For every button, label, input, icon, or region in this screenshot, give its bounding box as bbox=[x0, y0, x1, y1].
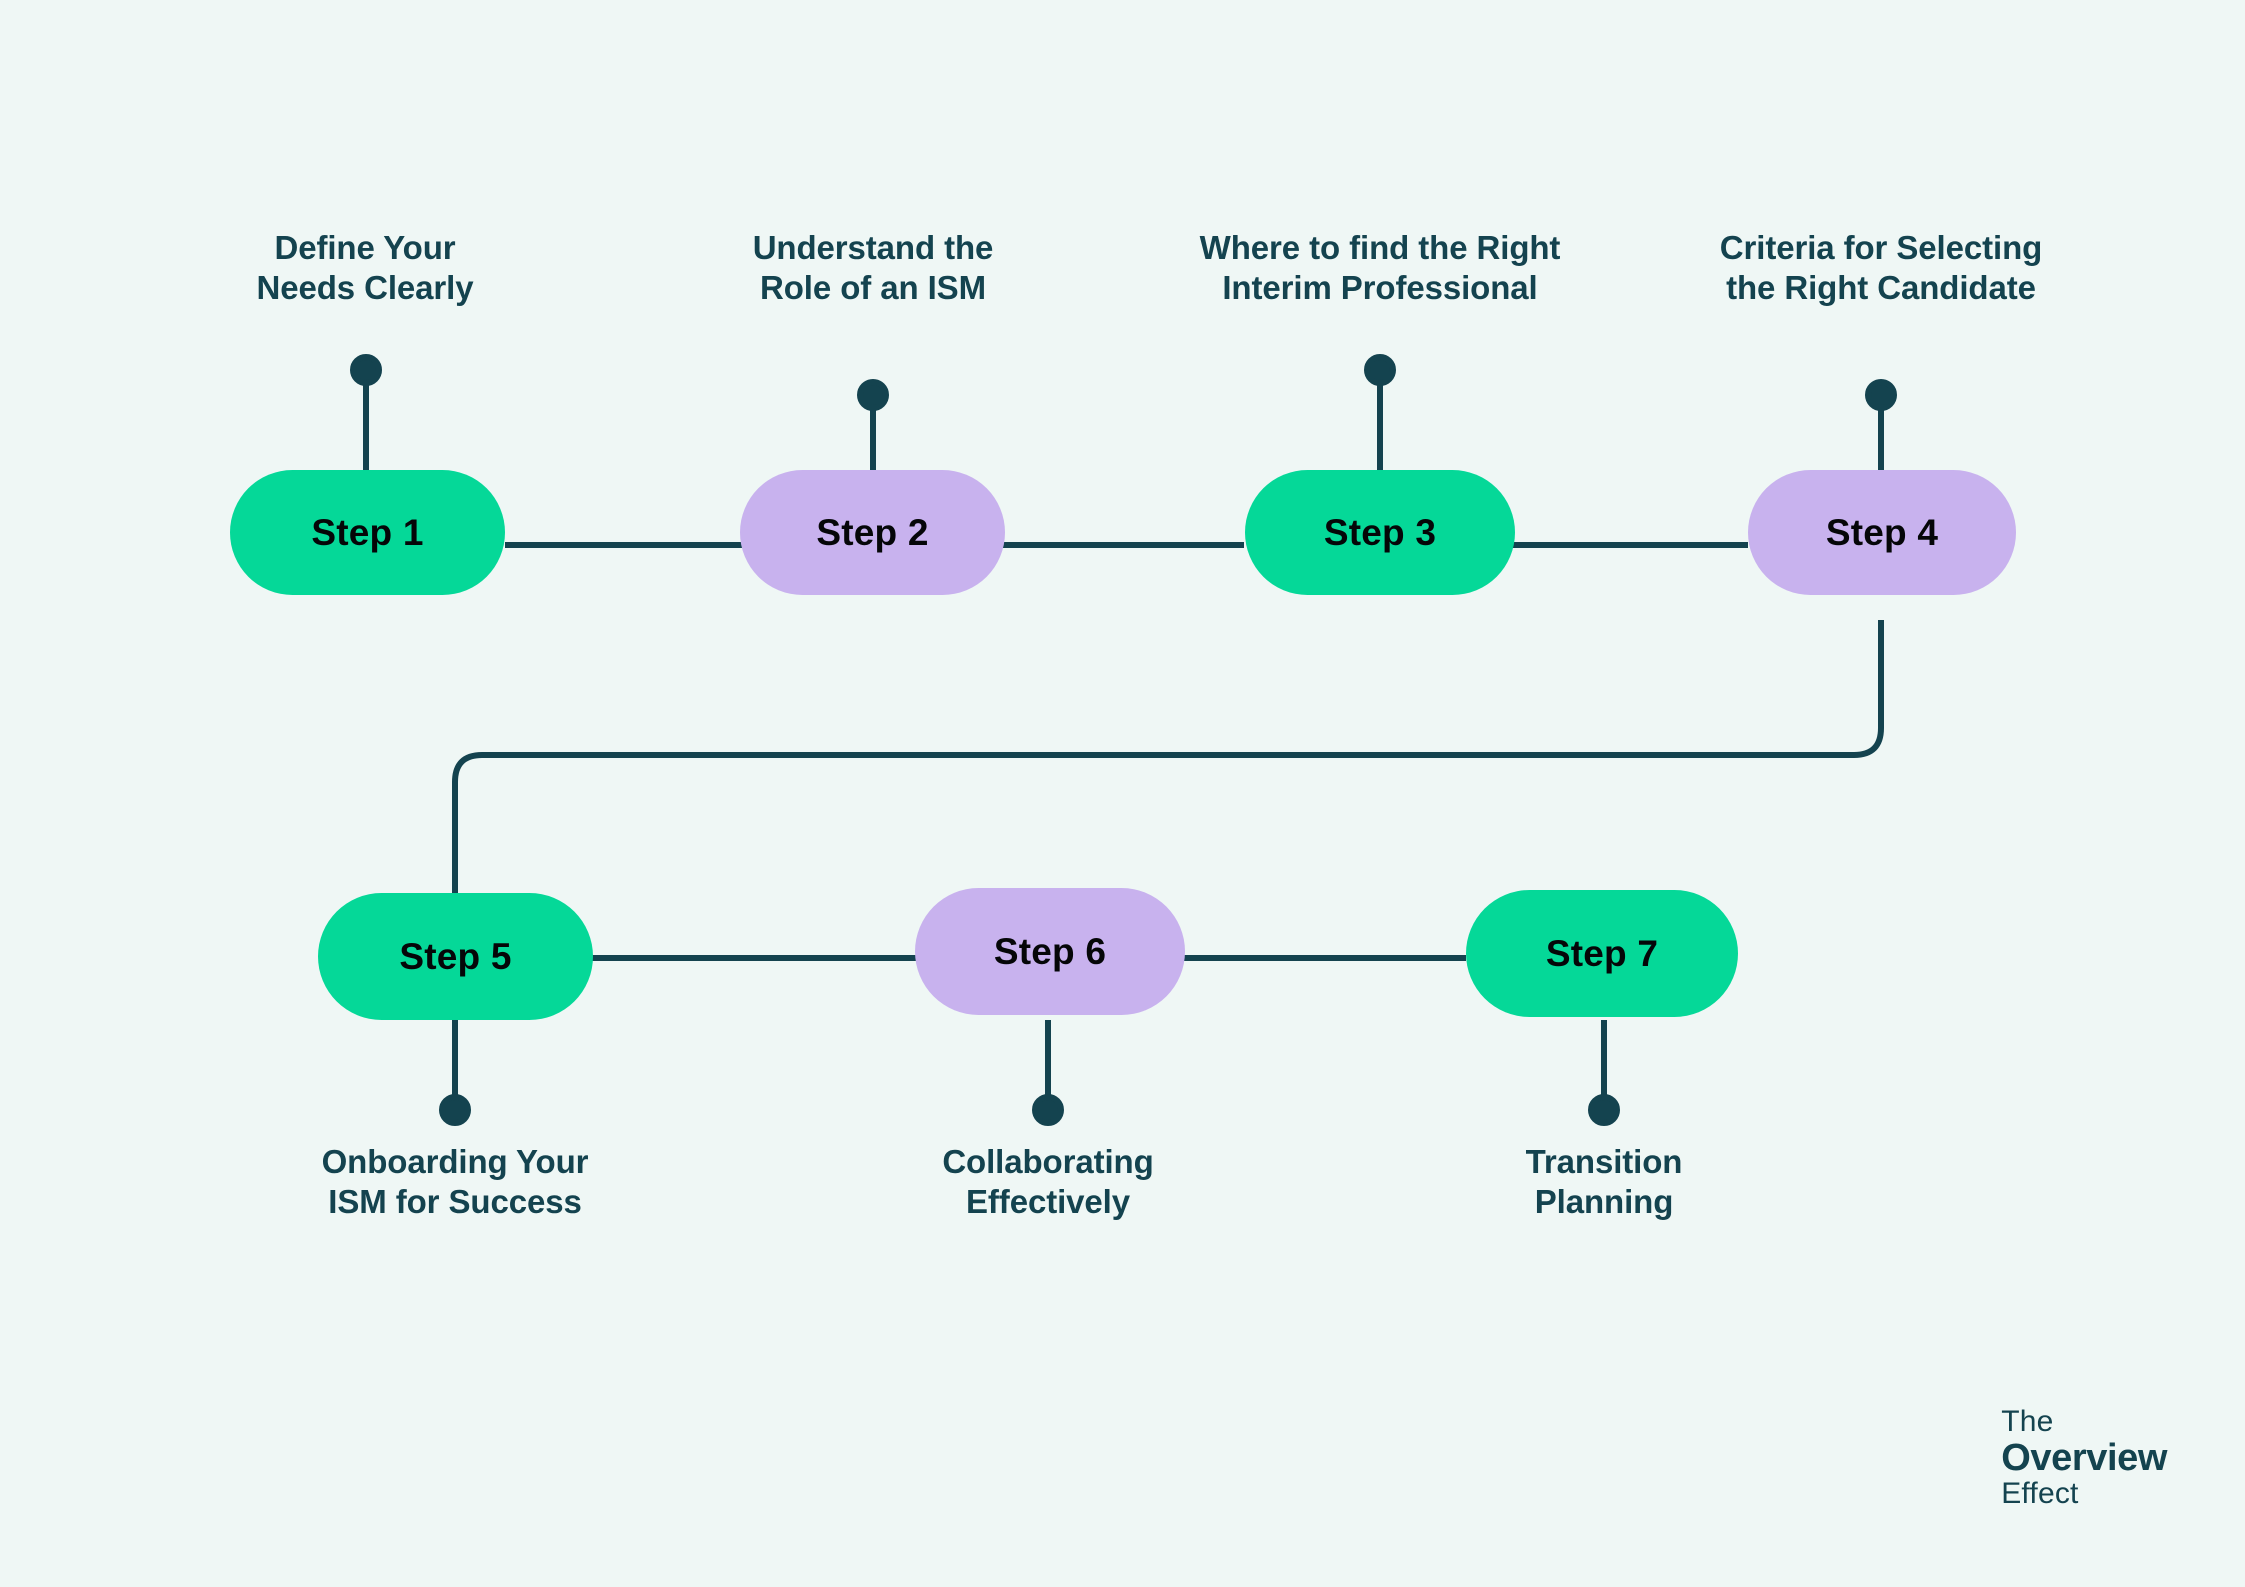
node-step1-label: Step 1 bbox=[311, 511, 424, 553]
dot-step4 bbox=[1865, 379, 1897, 411]
caption-step4: Criteria for Selecting the Right Candida… bbox=[1719, 229, 2043, 307]
node-step6-label: Step 6 bbox=[993, 930, 1107, 972]
node-step1[interactable]: Step 1 bbox=[230, 470, 505, 595]
caption-step7: Transition Planning bbox=[1525, 1143, 1683, 1221]
dot-step6 bbox=[1032, 1094, 1064, 1126]
node-step5[interactable]: Step 5 bbox=[318, 893, 593, 1020]
node-step3-label: Step 3 bbox=[1323, 511, 1437, 553]
caption-step6: Collaborating Effectively bbox=[942, 1143, 1154, 1221]
node-step4[interactable]: Step 4 bbox=[1748, 470, 2016, 595]
node-step7-label: Step 7 bbox=[1545, 932, 1659, 974]
caption-step5: Onboarding Your ISM for Success bbox=[321, 1143, 589, 1221]
logo-line-the: The bbox=[2001, 1405, 2054, 1438]
brand-logo: The Overview Effect bbox=[2001, 1407, 2167, 1509]
dot-step1 bbox=[350, 354, 382, 386]
caption-step2: Understand the Role of an ISM bbox=[752, 229, 994, 307]
dot-step2 bbox=[857, 379, 889, 411]
node-step5-label: Step 5 bbox=[399, 935, 512, 977]
caption-step1: Define Your Needs Clearly bbox=[256, 229, 474, 307]
logo-line-effect: Effect bbox=[2001, 1477, 2079, 1510]
edge-step4-step5 bbox=[452, 620, 1884, 893]
dot-step7 bbox=[1588, 1094, 1620, 1126]
node-step7[interactable]: Step 7 bbox=[1466, 890, 1738, 1017]
node-step2-label: Step 2 bbox=[816, 511, 929, 553]
dot-step3 bbox=[1364, 354, 1396, 386]
logo-line-overview: Overview bbox=[2001, 1437, 2167, 1479]
caption-step3: Where to find the Right Interim Professi… bbox=[1199, 229, 1561, 307]
node-step4-label: Step 4 bbox=[1825, 511, 1939, 553]
node-step6[interactable]: Step 6 bbox=[915, 888, 1185, 1015]
node-step2[interactable]: Step 2 bbox=[740, 470, 1005, 595]
dot-step5 bbox=[439, 1094, 471, 1126]
node-step3[interactable]: Step 3 bbox=[1245, 470, 1515, 595]
